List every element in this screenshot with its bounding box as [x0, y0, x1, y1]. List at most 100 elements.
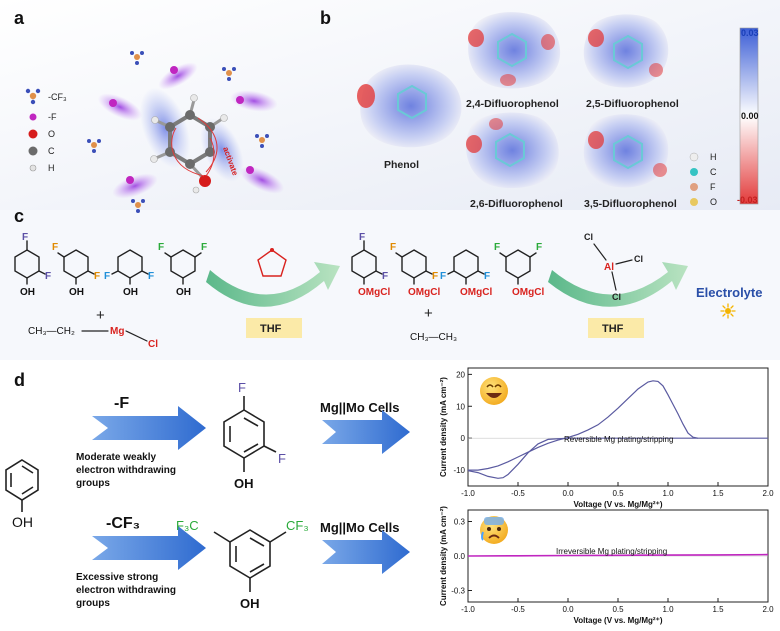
35-bistrifluoromethylphenol-structure [213, 529, 287, 592]
hydroxyl-label: OH [234, 476, 254, 491]
molecule-label-35-difluorophenol: 3,5-Difluorophenol [584, 198, 677, 210]
y-tick-label: 10 [456, 402, 465, 411]
difluorophenol-26 [111, 249, 149, 285]
colorbar-tick-min: -0.03 [737, 195, 758, 205]
phenolate-24 [351, 240, 383, 285]
route2-arrow [92, 526, 206, 570]
legend-a: -CF₃ -F O C H [25, 88, 67, 173]
x-tick-label: 2.0 [762, 605, 774, 614]
fluorine-glow [158, 62, 198, 90]
chlorine-label: Cl [584, 232, 593, 242]
phenol-oh-label: OH [12, 514, 33, 530]
fluorine-label: F [201, 242, 207, 253]
fluorine-atom-icon [236, 96, 244, 104]
route2-desc-line3: groups [76, 598, 110, 609]
fluorine-label: F [158, 242, 164, 253]
fluorine-glow [112, 173, 158, 199]
omgcl-label: OMgCl [512, 287, 544, 298]
y-axis-label: Current density (mA cm⁻²) [439, 506, 448, 606]
phenolate-26 [447, 249, 485, 285]
electron-density-lobe [139, 87, 191, 169]
sparkle-icon [720, 303, 736, 319]
fluorine-label: F [94, 271, 100, 282]
x-tick-label: -0.5 [511, 489, 525, 498]
y-tick-label: 20 [456, 370, 465, 379]
esp-map-phenol [357, 64, 462, 148]
route1-cell-arrow [322, 410, 410, 454]
plot-annotation: Reversible Mg plating/stripping [564, 435, 673, 444]
x-tick-label: 1.0 [662, 605, 674, 614]
thf-ring-icon [257, 249, 287, 277]
carbon-atom-icon [690, 168, 698, 176]
panel-d: OH -F Moderate weakly electron withdrawi… [5, 367, 774, 625]
y-tick-label: 0.0 [454, 552, 466, 561]
cf3-icon [25, 88, 41, 105]
x-tick-label: 1.5 [712, 605, 724, 614]
aluminium-label: Al [604, 262, 614, 273]
y-tick-label: 0.3 [454, 518, 466, 527]
route2-substituent: -CF₃ [106, 515, 140, 532]
route2-cell-label: Mg||Mo Cells [320, 520, 400, 535]
molecule-label-phenol: Phenol [384, 159, 419, 171]
route1-arrow [92, 406, 206, 450]
hydrogen-atom-icon [689, 152, 699, 162]
route1-desc-line2: electron withdrawing [76, 465, 176, 476]
trifluoromethyl-right-label: CF₃ [286, 518, 309, 533]
fluorine-atom-icon [690, 183, 698, 191]
hydroxyl-label: OH [240, 596, 260, 611]
cf3-group [87, 139, 101, 153]
fluorine-label: F [432, 271, 438, 282]
molecule-label-26-difluorophenol: 2,6-Difluorophenol [470, 198, 563, 210]
fluorine-label: F [238, 380, 246, 395]
x-tick-label: 0.0 [562, 489, 574, 498]
y-tick-label: -0.3 [451, 587, 465, 596]
route2-desc-line1: Excessive strong [76, 572, 158, 583]
solvent-label-1: THF [260, 323, 282, 335]
carbon-atom-icon [28, 146, 38, 156]
cf3-group [222, 67, 236, 81]
route1-desc-line3: groups [76, 478, 110, 489]
molecule-label-25-difluorophenol: 2,5-Difluorophenol [586, 98, 679, 110]
route1-cell-label: Mg||Mo Cells [320, 400, 400, 415]
x-tick-label: -1.0 [461, 605, 475, 614]
oxygen-atom-icon [28, 129, 38, 139]
x-tick-label: -1.0 [461, 489, 475, 498]
route1-desc-line1: Moderate weakly [76, 452, 156, 463]
thf-box-1 [246, 318, 302, 338]
fluorine-label: F [148, 271, 154, 282]
magnesium-label: Mg [110, 326, 124, 337]
x-tick-label: 1.5 [712, 489, 724, 498]
legend-a-f-label: -F [48, 112, 57, 122]
fluorine-label: F [484, 271, 490, 282]
route2-cell-arrow [322, 530, 410, 574]
molecule-label-24-difluorophenol: 2,4-Difluorophenol [466, 98, 559, 110]
esp-map-26-difluorophenol [466, 112, 559, 189]
24-difluorophenol-structure [223, 396, 277, 472]
bond [611, 271, 617, 291]
omgcl-label: OMgCl [358, 287, 390, 298]
bond [125, 330, 148, 342]
esp-map-35-difluorophenol [583, 114, 669, 188]
ethane-label: CH₃—CH₃ [410, 332, 457, 343]
legend-a-cf3-label: -CF₃ [48, 92, 67, 102]
hydroxyl-label: OH [69, 287, 84, 298]
x-tick-label: 0.5 [612, 489, 624, 498]
cf3-group [130, 51, 144, 65]
fluorine-glow [230, 90, 278, 112]
y-tick-label: 0 [461, 434, 466, 443]
hydrogen-atom-icon [29, 164, 37, 172]
fluorine-label: F [45, 271, 51, 282]
difluorophenol-25 [57, 249, 95, 285]
omgcl-label: OMgCl [460, 287, 492, 298]
legend-b-h-label: H [710, 152, 717, 162]
x-tick-label: 0.5 [612, 605, 624, 614]
legend-b-f-label: F [710, 182, 716, 192]
legend-a-h-label: H [48, 163, 55, 173]
x-tick-label: 2.0 [762, 489, 774, 498]
fluorine-atom-icon [246, 166, 254, 174]
oxygen-atom-icon [690, 198, 698, 206]
chlorine-label: Cl [612, 292, 621, 302]
